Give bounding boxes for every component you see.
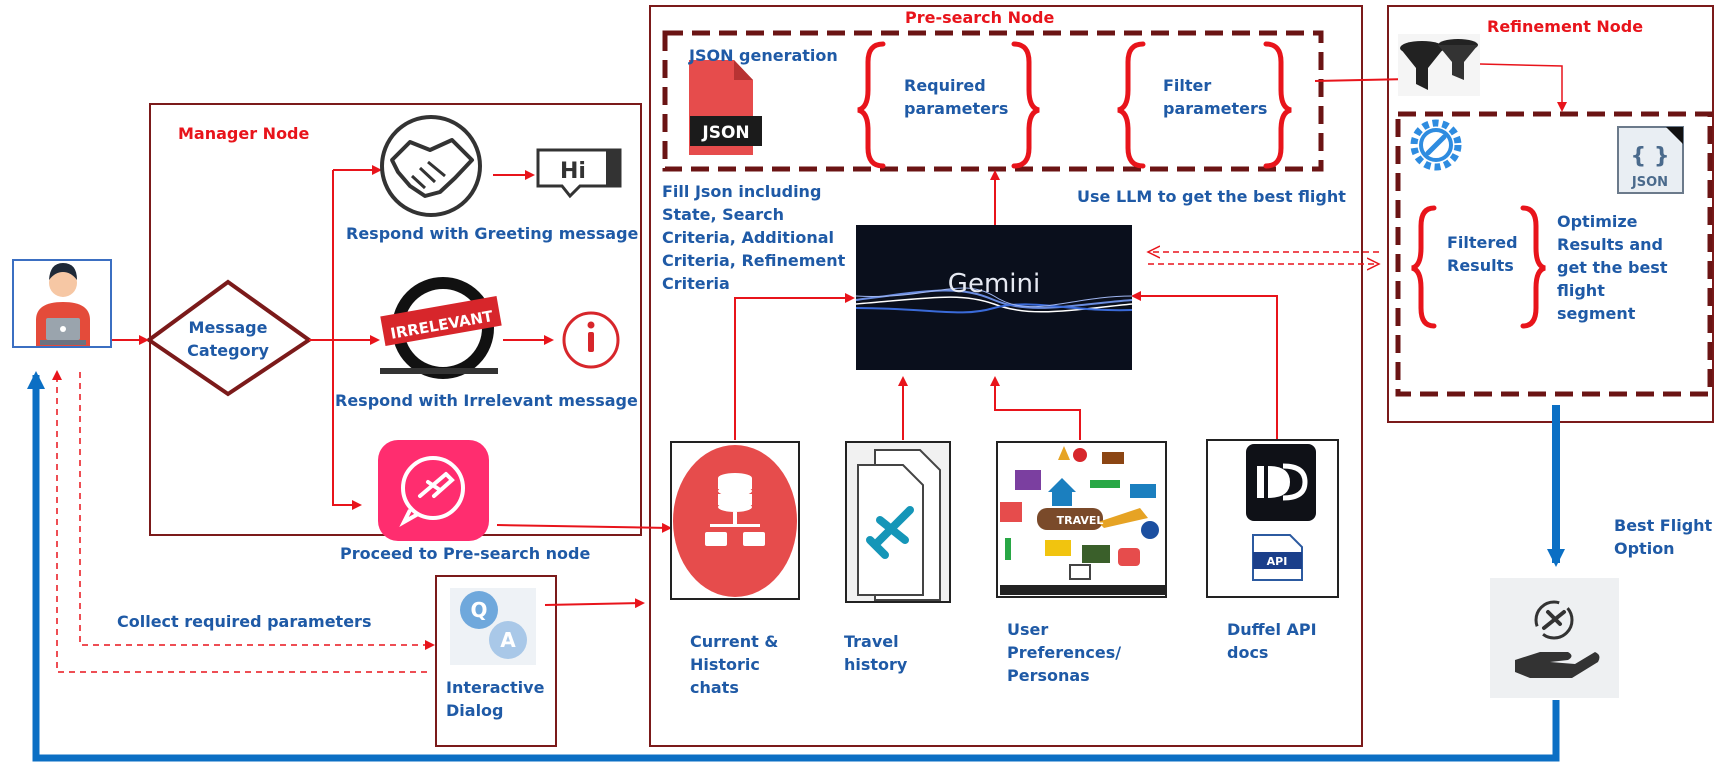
api-badge-text: API xyxy=(1267,555,1288,568)
irrelevant-label: Respond with Irrelevant message xyxy=(335,391,638,410)
proceed-label: Proceed to Pre-search node xyxy=(340,544,591,563)
filter-params-line1: Filter xyxy=(1163,76,1212,95)
json-badge-text: JSON xyxy=(701,123,749,143)
optimize-line2: Results and xyxy=(1557,235,1663,254)
fill-json-line2: State, Search xyxy=(662,205,785,224)
interactive-dialog-box xyxy=(435,575,557,747)
presearch-node-box xyxy=(649,5,1363,747)
json-generation-title: JSON generation xyxy=(689,46,838,65)
best-flight-icon xyxy=(1490,578,1619,698)
gear-wrench-icon xyxy=(1410,119,1462,171)
user-preferences-icon xyxy=(996,441,1167,598)
qa-a-text: A xyxy=(500,628,516,652)
travel-history-line1: Travel xyxy=(844,632,899,651)
user-prefs-line1: User xyxy=(1007,620,1049,639)
optimize-line5: segment xyxy=(1557,304,1636,323)
refinement-json-icon xyxy=(1617,126,1684,194)
json-generation-group xyxy=(662,30,1324,172)
filtered-results-line1: Filtered xyxy=(1447,233,1518,252)
qa-chat-icon xyxy=(450,588,536,665)
json-file-icon xyxy=(689,60,762,155)
interactive-dialog-line1: Interactive xyxy=(446,678,545,697)
best-flight-line2: Option xyxy=(1614,539,1675,558)
message-category-line1: Message xyxy=(189,318,268,337)
filter-params-line2: parameters xyxy=(1163,99,1268,118)
optimize-line3: get the best xyxy=(1557,258,1668,277)
braces xyxy=(857,41,1546,329)
gemini-text: Gemini xyxy=(948,269,1040,299)
irrelevant-stamp-icon xyxy=(380,277,502,379)
fill-json-line1: Fill Json including xyxy=(662,182,822,201)
travel-sign-text: TRAVEL xyxy=(1057,514,1104,527)
hi-bubble-icon xyxy=(536,148,622,199)
qa-q-text: Q xyxy=(470,598,487,622)
chats-line2: Historic xyxy=(690,655,760,674)
use-llm-label: Use LLM to get the best flight xyxy=(1077,187,1346,206)
collect-parameters-label: Collect required parameters xyxy=(117,612,372,631)
refinement-json-braces: { } xyxy=(1631,144,1670,169)
optimize-line4: flight xyxy=(1557,281,1605,300)
fill-json-line5: Criteria xyxy=(662,274,730,293)
fill-json-line3: Criteria, Additional xyxy=(662,228,835,247)
greeting-label: Respond with Greeting message xyxy=(346,224,639,243)
refinement-json-text: JSON xyxy=(1631,175,1668,190)
optimize-line1: Optimize xyxy=(1557,212,1638,231)
hi-text: Hi xyxy=(560,159,586,184)
presearch-node-title: Pre-search Node xyxy=(905,8,1055,27)
required-params-line2: parameters xyxy=(904,99,1009,118)
refinement-node-title: Refinement Node xyxy=(1487,17,1644,36)
fill-json-line4: Criteria, Refinement xyxy=(662,251,846,270)
duffel-api-line2: docs xyxy=(1227,643,1269,662)
info-icon xyxy=(562,311,620,369)
manager-node-title: Manager Node xyxy=(178,124,310,143)
funnel-icon xyxy=(1398,34,1480,96)
gemini-banner xyxy=(855,225,1133,370)
user-prefs-line2: Preferences/ xyxy=(1007,643,1122,662)
interactive-dialog-line2: Dialog xyxy=(446,701,504,720)
duffel-api-icon xyxy=(1206,439,1339,598)
flight-chat-icon xyxy=(378,440,489,541)
chats-line3: chats xyxy=(690,678,739,697)
message-category-line2: Category xyxy=(187,341,269,360)
best-flight-line1: Best Flight xyxy=(1614,516,1713,535)
refinement-node-box xyxy=(1387,5,1714,423)
user-prefs-line3: Personas xyxy=(1007,666,1090,685)
travel-history-icon xyxy=(845,441,951,603)
travel-history-line2: history xyxy=(844,655,908,674)
filtered-results-line2: Results xyxy=(1447,256,1514,275)
duffel-api-line1: Duffel API xyxy=(1227,620,1317,639)
chats-line1: Current & xyxy=(690,632,779,651)
user-icon xyxy=(12,259,112,348)
handshake-icon xyxy=(380,115,482,217)
message-category-diamond xyxy=(145,279,313,397)
chats-database-icon xyxy=(670,441,800,600)
required-params-line1: Required xyxy=(904,76,986,95)
refinement-group xyxy=(1395,111,1713,397)
